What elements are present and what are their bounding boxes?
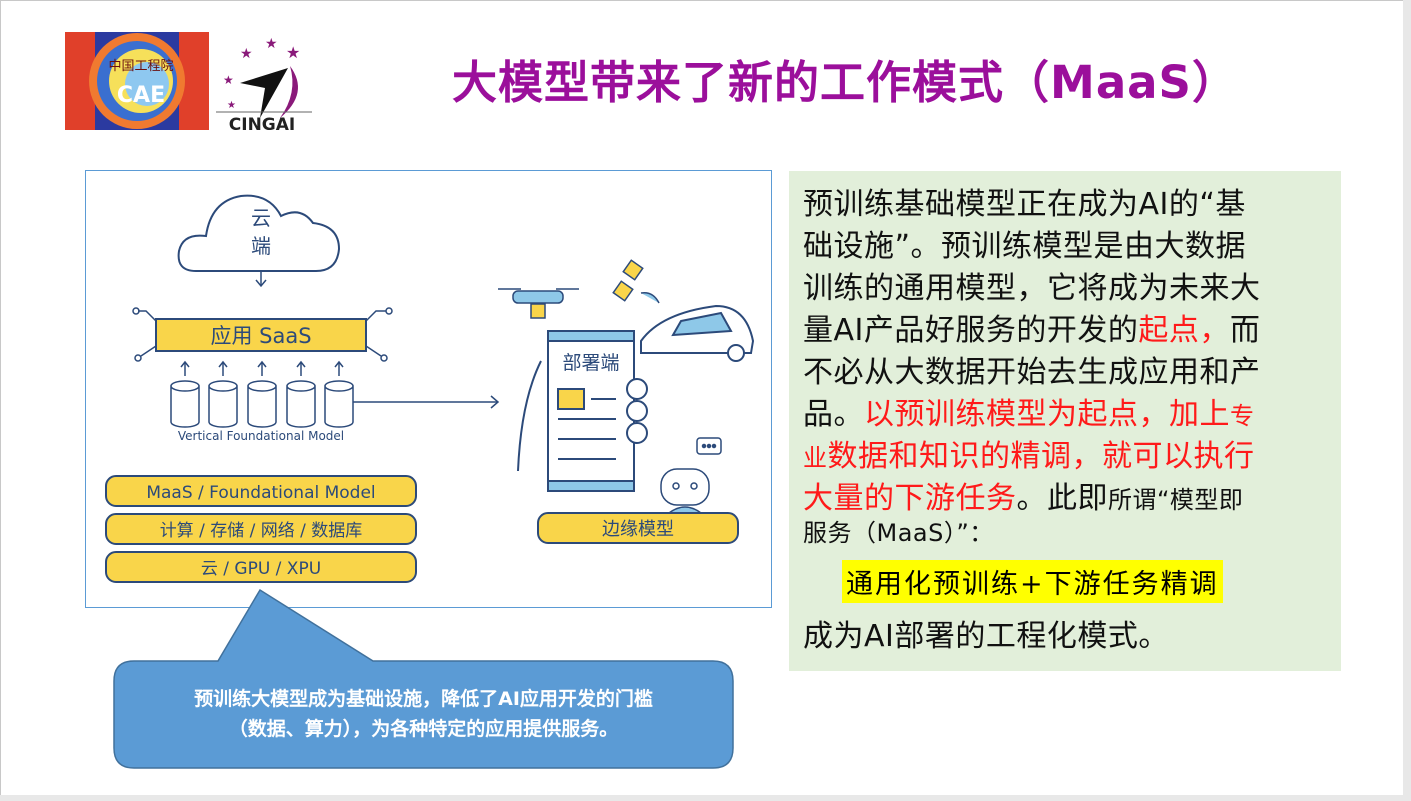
slide-edge [1403, 0, 1411, 801]
desc-line: 量AI产品好服务的开发的起点，而 [803, 305, 1260, 349]
svg-text:★: ★ [265, 36, 278, 52]
saas-box [155, 318, 367, 352]
edge-model-box [537, 512, 739, 544]
vfm-label: Vertical Foundational Model [178, 429, 344, 443]
cloud-icon [177, 194, 341, 272]
cingai-logo: ★ ★ ★ ★ ★ CINGAI [210, 28, 315, 135]
cae-logo-en: CAE [117, 83, 165, 108]
highlighted-formula: 通用化预训练+下游任务精调 [842, 560, 1223, 603]
cylinder-icon [286, 360, 316, 428]
desc-line: 品。以预训练模型为起点，加上专 [803, 389, 1255, 433]
svg-text:★: ★ [286, 43, 300, 62]
desc-text: 品。 [803, 397, 864, 432]
stack-layer-label: MaaS / Foundational Model [146, 483, 375, 503]
cylinder-icon [324, 360, 354, 428]
circuit-icon [132, 307, 393, 362]
phone-icon [517, 330, 648, 492]
arrow-down-icon [255, 271, 267, 288]
callout-line: （数据、算力），为各种特定的应用提供服务。 [228, 718, 619, 740]
cylinder-icon [170, 360, 200, 428]
desc-emphasis: 以预训练模型为起点，加上 [864, 397, 1230, 432]
cylinder-icon [208, 360, 238, 428]
stack-layer [105, 551, 417, 583]
device-label: 部署端 [562, 352, 619, 374]
cae-logo: 中国工程院 CAE [65, 32, 209, 130]
svg-text:★: ★ [227, 100, 236, 111]
drone-icon [498, 288, 579, 319]
stack-layer-label: 计算 / 存储 / 网络 / 数据库 [160, 521, 363, 541]
desc-emphasis: 业 [803, 444, 828, 472]
cloud-label-1: 云 [251, 206, 271, 230]
desc-line: 服务（MaaS）”： [803, 519, 994, 547]
callout-line: 预训练大模型成为基础设施，降低了AI应用开发的门槛 [194, 688, 653, 710]
desc-emphasis: 大量的下游任务 [803, 481, 1017, 516]
edge-model-label: 边缘模型 [602, 519, 674, 540]
robot-icon [660, 437, 722, 514]
saas-label: 应用 SaaS [210, 324, 311, 348]
desc-text: 量AI产品好服务的开发的 [803, 313, 1139, 348]
desc-line: 业数据和知识的精调，就可以执行 [803, 431, 1255, 475]
arrow-right-icon [353, 395, 500, 409]
svg-text:★: ★ [240, 46, 253, 62]
desc-text: 而 [1229, 313, 1261, 348]
slide-bottom-edge [0, 795, 1411, 801]
cingai-logo-text: CINGAI [229, 115, 295, 134]
description-panel: 预训练基础模型正在成为AI的“基 础设施”。预训练模型是由大数据 训练的通用模型… [789, 171, 1341, 671]
slide-title: 大模型带来了新的工作模式（MaaS） [452, 56, 1238, 109]
desc-line: 大量的下游任务。此即所谓“模型即 [803, 473, 1243, 517]
desc-emphasis: 专 [1230, 402, 1255, 430]
cloud-label-2: 端 [251, 234, 271, 258]
stack-layer [105, 513, 417, 545]
desc-emphasis: 起点， [1138, 313, 1230, 348]
desc-line: 训练的通用模型，它将成为未来大 [803, 271, 1261, 306]
car-icon [640, 304, 755, 362]
desc-line: 预训练基础模型正在成为AI的“基 [803, 187, 1246, 222]
desc-line: 不必从大数据开始去生成应用和产 [803, 355, 1261, 390]
desc-conclusion: 成为AI部署的工程化模式。 [803, 619, 1169, 654]
cylinder-icon [247, 360, 277, 428]
stack-layers: MaaS / Foundational Model 计算 / 存储 / 网络 /… [105, 475, 417, 583]
callout-text: 预训练大模型成为基础设施，降低了AI应用开发的门槛 （数据、算力），为各种特定的… [114, 684, 733, 744]
stack-layer-label: 云 / GPU / XPU [201, 559, 321, 579]
desc-line: 础设施”。预训练模型是由大数据 [803, 229, 1247, 264]
stack-layer [105, 475, 417, 507]
model-cylinders [170, 360, 354, 428]
svg-text:★: ★ [223, 73, 234, 87]
satellite-icon [612, 259, 660, 304]
desc-text: 。此即 [1016, 481, 1108, 516]
maas-diagram: 云 端 应用 SaaS Vertical Foundational Model … [85, 170, 772, 608]
cae-logo-cn: 中国工程院 [108, 59, 173, 74]
desc-emphasis: 数据和知识的精调，就可以执行 [827, 439, 1255, 474]
desc-text: 所谓“模型即 [1108, 486, 1244, 514]
